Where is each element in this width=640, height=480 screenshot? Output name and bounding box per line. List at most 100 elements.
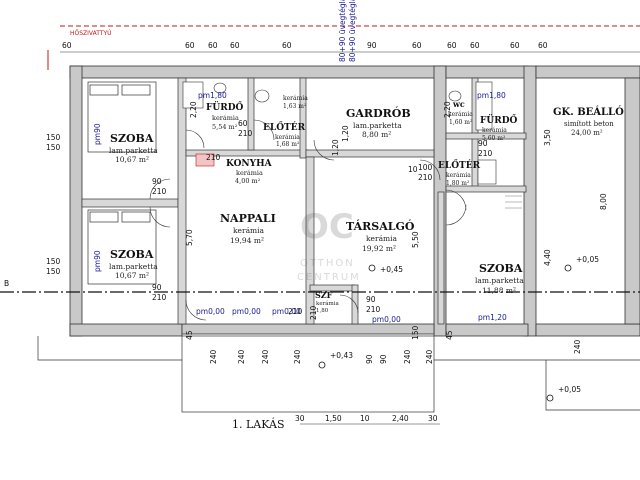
level-3: +0,05 xyxy=(576,255,599,264)
room-gardrob: GARDRÓB lam.parketta 8,80 m² xyxy=(346,106,411,139)
svg-text:10: 10 xyxy=(408,165,418,174)
scale-dims: 30 1,50 10 2,40 30 xyxy=(295,414,438,423)
door-dims: 90 210 90 210 100 210 210 210 90 210 60 … xyxy=(152,119,493,316)
svg-text:NAPPALI: NAPPALI xyxy=(220,212,276,225)
room-furdo-1: FÜRDŐ kerámia 5,54 m² xyxy=(206,100,244,131)
svg-text:240: 240 xyxy=(403,349,412,364)
svg-text:10: 10 xyxy=(360,414,370,423)
room-szf: SZF kerámia 1,80 xyxy=(315,290,339,314)
door-arcs xyxy=(149,119,467,321)
room-wc-1: kerámia 1,63 m² xyxy=(283,95,308,110)
room-szoba-3: SZOBA lam.parketta 11,88 m² xyxy=(475,262,524,295)
svg-text:GARDRÓB: GARDRÓB xyxy=(346,106,411,120)
svg-text:30: 30 xyxy=(428,414,438,423)
shower-2 xyxy=(477,159,497,185)
level-4: +0,05 xyxy=(558,385,581,394)
svg-text:pm1,80: pm1,80 xyxy=(477,91,506,100)
svg-text:kerámia: kerámia xyxy=(316,300,339,307)
svg-text:80+90 üvegtégla: 80+90 üvegtégla xyxy=(348,0,357,62)
svg-text:150: 150 xyxy=(46,267,61,276)
svg-text:GK. BEÁLLÓ: GK. BEÁLLÓ xyxy=(553,106,624,118)
svg-text:240: 240 xyxy=(293,349,302,364)
svg-text:60: 60 xyxy=(62,41,72,50)
svg-text:ELŐTÉR: ELŐTÉR xyxy=(438,158,481,171)
svg-text:60: 60 xyxy=(230,41,240,50)
room-wc-2: wc kerámia 1,60 m² xyxy=(448,99,473,126)
svg-text:60: 60 xyxy=(538,41,548,50)
stairs xyxy=(505,195,522,209)
plan-title: 1. LAKÁS xyxy=(232,417,285,431)
bathtub-1 xyxy=(182,81,204,109)
svg-text:80+90 üvegtégla: 80+90 üvegtégla xyxy=(338,0,347,62)
svg-text:3,50: 3,50 xyxy=(543,129,552,146)
toilet-2 xyxy=(448,90,462,102)
svg-text:60: 60 xyxy=(447,41,457,50)
svg-text:OTTHON: OTTHON xyxy=(300,258,355,269)
level-1: +0,45 xyxy=(380,265,403,274)
svg-text:4,40: 4,40 xyxy=(543,249,552,266)
svg-text:1,60 m²: 1,60 m² xyxy=(449,119,473,126)
svg-text:19,92 m²: 19,92 m² xyxy=(362,244,396,253)
room-konyha: KONYHA kerámia 4,00 m² xyxy=(226,159,273,185)
svg-text:60: 60 xyxy=(185,41,195,50)
room-furdo-2: FÜRDŐ kerámia 5,60 m² xyxy=(480,113,518,142)
svg-text:210: 210 xyxy=(152,187,167,196)
watermark: OC OTTHON CENTRUM xyxy=(297,207,359,283)
svg-text:150: 150 xyxy=(46,143,61,152)
svg-text:8,00: 8,00 xyxy=(599,193,608,210)
svg-text:100: 100 xyxy=(418,163,433,172)
svg-text:FÜRDŐ: FÜRDŐ xyxy=(206,100,244,113)
svg-text:SZOBA: SZOBA xyxy=(479,262,523,275)
svg-text:90: 90 xyxy=(366,295,376,304)
interior-walls xyxy=(81,77,527,325)
svg-text:30: 30 xyxy=(295,414,305,423)
svg-text:24,00 m²: 24,00 m² xyxy=(571,129,603,137)
level-markers xyxy=(318,264,572,402)
svg-text:45: 45 xyxy=(445,330,454,340)
svg-text:pm90: pm90 xyxy=(93,123,102,145)
svg-text:90: 90 xyxy=(478,139,488,148)
bed-2 xyxy=(87,209,157,285)
svg-text:pm1,80: pm1,80 xyxy=(198,91,227,100)
misc-dims: 2,20 1,20 10 210 45 45 5,70 5,50 3,50 4,… xyxy=(185,101,608,340)
svg-text:240: 240 xyxy=(209,349,218,364)
svg-text:simított beton: simított beton xyxy=(564,120,614,128)
svg-text:210: 210 xyxy=(478,149,493,158)
svg-text:5,60 m²: 5,60 m² xyxy=(482,135,506,142)
svg-text:lam.parketta: lam.parketta xyxy=(109,146,158,155)
svg-text:60: 60 xyxy=(282,41,292,50)
svg-text:SZOBA: SZOBA xyxy=(110,132,154,145)
svg-text:1,68 m²: 1,68 m² xyxy=(276,141,300,148)
svg-text:SZF: SZF xyxy=(315,290,333,300)
svg-text:lam.parketta: lam.parketta xyxy=(353,121,402,130)
room-tarsalgo: TÁRSALGÓ kerámia 19,92 m² xyxy=(346,219,415,253)
svg-text:1,63 m²: 1,63 m² xyxy=(283,103,307,110)
svg-text:90: 90 xyxy=(365,354,374,364)
svg-text:210: 210 xyxy=(288,307,303,316)
svg-text:90: 90 xyxy=(379,354,388,364)
room-eloter-2: ELŐTÉR kerámia 1,80 m² xyxy=(438,158,481,187)
svg-text:pm0,00: pm0,00 xyxy=(232,307,261,316)
svg-text:TÁRSALGÓ: TÁRSALGÓ xyxy=(346,219,415,233)
svg-text:OC: OC xyxy=(300,207,354,247)
svg-text:1,20: 1,20 xyxy=(331,139,340,156)
svg-text:4,00 m²: 4,00 m² xyxy=(235,177,261,185)
svg-text:5,70: 5,70 xyxy=(185,229,194,246)
svg-text:kerámia: kerámia xyxy=(448,111,473,118)
sink-1 xyxy=(213,82,227,94)
svg-text:11,88 m²: 11,88 m² xyxy=(482,286,516,295)
svg-text:kerámia: kerámia xyxy=(446,172,471,179)
svg-text:240: 240 xyxy=(261,349,270,364)
svg-text:60: 60 xyxy=(412,41,422,50)
svg-text:wc: wc xyxy=(452,99,465,109)
svg-text:5,50: 5,50 xyxy=(411,231,420,248)
svg-text:210: 210 xyxy=(206,153,221,162)
level-2: +0,43 xyxy=(330,351,353,360)
svg-text:kerámia: kerámia xyxy=(233,226,265,235)
axis-label: B xyxy=(4,279,9,288)
svg-text:240: 240 xyxy=(573,339,582,354)
svg-text:150: 150 xyxy=(46,257,61,266)
svg-text:kerámia: kerámia xyxy=(482,127,507,134)
svg-text:45: 45 xyxy=(185,330,194,340)
svg-text:90: 90 xyxy=(367,41,377,50)
